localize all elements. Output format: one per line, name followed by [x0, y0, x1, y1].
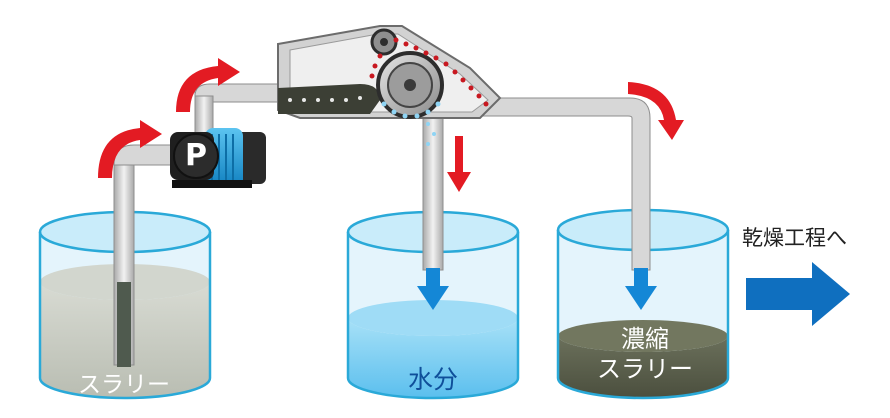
red-flow-arrows — [98, 58, 684, 192]
big-right-arrow — [746, 262, 850, 326]
drying-process-label: 乾燥工程へ — [742, 226, 847, 250]
pump — [170, 128, 266, 188]
pipes — [113, 83, 651, 367]
water-label: 水分 — [407, 365, 458, 394]
red-curved-arrow — [628, 82, 684, 140]
screw-separator — [277, 25, 502, 146]
red-curved-arrow — [176, 58, 240, 112]
concentrated-label-line1: 濃縮 — [621, 325, 669, 353]
blue-down-arrow — [625, 268, 657, 310]
blue-flow-arrows — [417, 268, 657, 310]
slurry-label: スラリー — [78, 372, 170, 398]
red-down-arrow — [447, 136, 471, 192]
suction-pipe-submerged — [117, 282, 131, 367]
pump-letter-label: P — [185, 138, 207, 173]
concentrated-label-line2: スラリー — [597, 355, 693, 383]
concentrate-liquid — [558, 336, 728, 398]
water-tank — [346, 210, 520, 400]
blue-down-arrow — [417, 268, 449, 310]
red-curved-arrow — [98, 120, 162, 178]
water-liquid — [348, 318, 518, 398]
